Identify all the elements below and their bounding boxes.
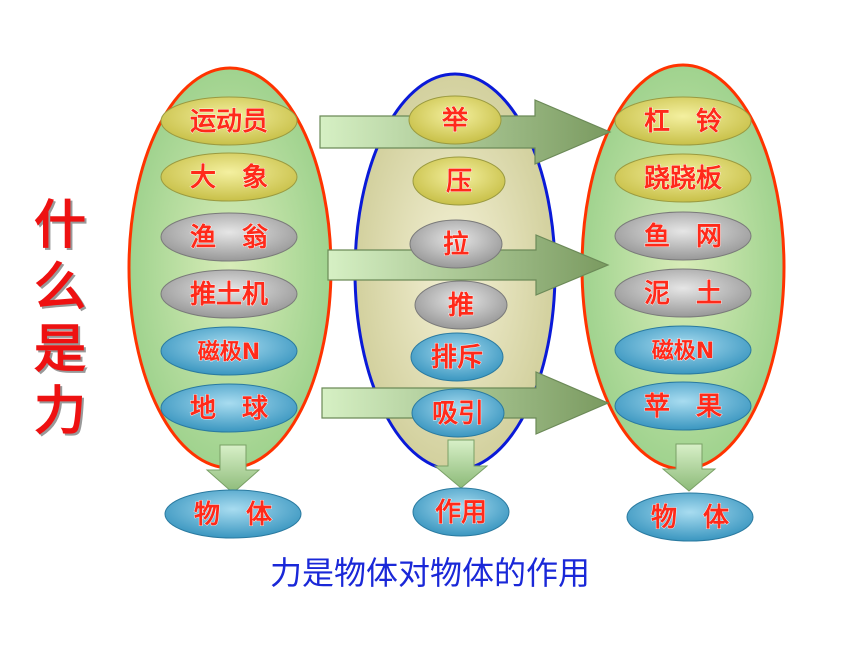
agents-result-pill: 物 体 <box>164 489 302 539</box>
receiver-label: 苹 果 <box>644 392 722 422</box>
action-label: 推 <box>448 291 474 321</box>
action-pill: 压 <box>412 156 506 206</box>
agent-label: 大 象 <box>190 162 268 193</box>
receiver-pill: 杠 铃 <box>614 96 752 146</box>
agent-label: 地 球 <box>190 394 269 424</box>
action-label: 压 <box>446 167 472 197</box>
action-pill: 推 <box>414 280 508 330</box>
agent-pill: 大 象 <box>160 152 298 202</box>
receiver-label: 杠 铃 <box>644 107 722 137</box>
agents-result-label: 物 体 <box>194 500 273 530</box>
agent-pill: 推土机 <box>160 269 298 319</box>
caption: 力是物体对物体的作用 <box>269 554 590 592</box>
receivers-result-label: 物 体 <box>651 503 730 533</box>
receiver-pill: 苹 果 <box>614 381 752 431</box>
agent-pill: 运动员 <box>160 96 298 146</box>
receiver-pill: 磁极N <box>614 325 752 375</box>
receiver-pill: 鱼 网 <box>614 211 752 261</box>
action-label: 吸引 <box>432 399 484 429</box>
agent-pill: 磁极N <box>160 326 298 376</box>
action-label: 举 <box>441 105 469 136</box>
receiver-label: 磁极N <box>652 338 714 364</box>
side-title: 什 么 是 力 <box>33 195 86 442</box>
receiver-label: 鱼 网 <box>644 222 722 252</box>
actions-result-pill: 作用 <box>412 487 510 537</box>
action-pill: 排斥 <box>410 332 504 382</box>
receiver-pill: 跷跷板 <box>614 153 752 203</box>
agent-label: 渔 翁 <box>190 223 268 253</box>
action-label: 排斥 <box>431 343 483 373</box>
receiver-label: 跷跷板 <box>644 164 722 194</box>
action-label: 拉 <box>443 229 469 260</box>
receiver-pill: 泥 土 <box>614 268 752 318</box>
agent-label: 磁极N <box>198 339 260 365</box>
arrow-down-receivers <box>661 443 717 492</box>
agent-label: 推土机 <box>190 280 268 310</box>
receivers-result-pill: 物 体 <box>626 492 754 542</box>
action-pill: 拉 <box>409 219 503 269</box>
agent-label: 运动员 <box>190 107 268 137</box>
action-pill: 吸引 <box>411 388 505 438</box>
receiver-label: 泥 土 <box>644 279 722 309</box>
arrow-down-agents <box>205 444 261 494</box>
arrow-down-actions <box>433 439 489 489</box>
agent-pill: 渔 翁 <box>160 212 298 262</box>
agent-pill: 地 球 <box>160 383 298 433</box>
actions-result-label: 作用 <box>435 498 487 528</box>
action-pill: 举 <box>408 95 502 145</box>
